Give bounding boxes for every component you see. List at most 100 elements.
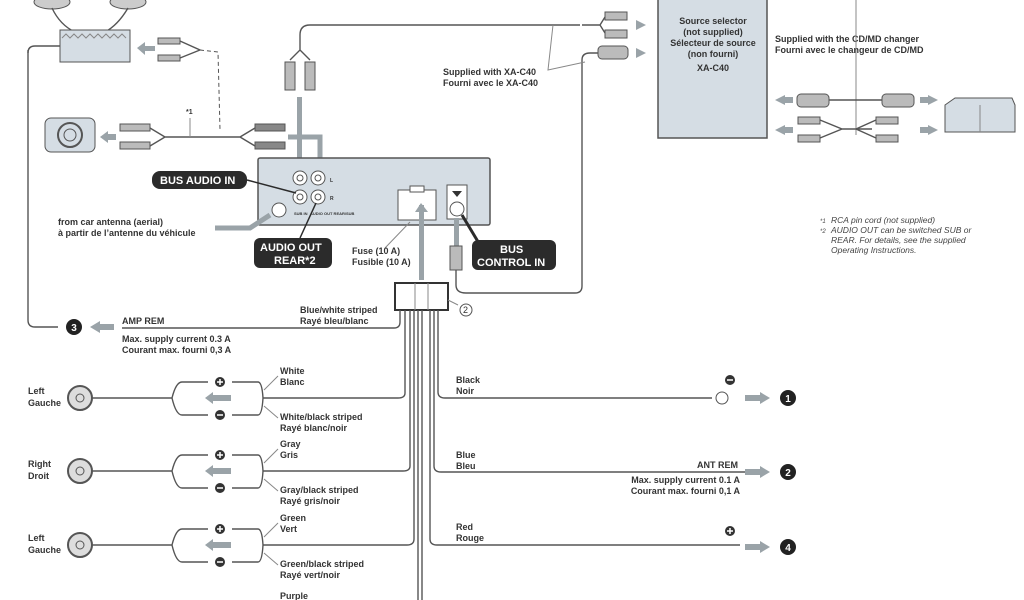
source-selector-text: Source selector (not supplied) Sélecteur… <box>670 16 756 73</box>
amp-rem-current: Max. supply current 0.3 A <box>122 334 231 344</box>
power-connector <box>397 189 437 221</box>
amp-rem-wire: Blue/white striped <box>300 305 378 315</box>
terminal-badge <box>780 539 796 555</box>
wire-color-fr: Noir <box>456 386 474 396</box>
arrow-icon <box>760 541 770 553</box>
arrow-icon <box>145 46 155 51</box>
terminal-3-number: 3 <box>71 323 77 334</box>
harness-number: 2 <box>463 305 468 315</box>
wire-color-fr: Bleu <box>456 461 476 471</box>
svg-text:BUS: BUS <box>500 244 523 256</box>
wire-color: Blue <box>456 450 476 460</box>
positive-wire-color: Green <box>280 513 306 523</box>
wire-color: Black <box>456 375 481 385</box>
wire-color-fr: Rouge <box>456 533 484 543</box>
cdmd-text-fr: Fourni avec le changeur de CD/MD <box>775 45 924 55</box>
footnotes: *1 RCA pin cord (not supplied) *2 AUDIO … <box>820 215 972 255</box>
amp-rem-label: AMP REM <box>122 316 164 326</box>
arrow-icon <box>205 539 213 551</box>
speaker-name-fr: Gauche <box>28 545 61 555</box>
svg-text:REAR. For details, see the sup: REAR. For details, see the supplied <box>831 235 966 245</box>
negative-wire-color: White/black striped <box>280 412 363 422</box>
amp-rem-current-fr: Courant max. fourni 0,3 A <box>122 345 232 355</box>
sub-in-label: SUB IN <box>294 211 308 216</box>
arrow-icon <box>205 392 213 404</box>
subwoofer <box>44 117 96 153</box>
terminal-badge <box>780 390 796 406</box>
negative-wire-color-fr: Rayé blanc/noir <box>280 423 348 433</box>
terminal-3-badge <box>66 319 82 335</box>
svg-text:(not supplied): (not supplied) <box>683 27 743 37</box>
audio-out-rear-label: AUDIO OUT REAR*2 <box>254 202 332 268</box>
speaker-name-fr: Droit <box>28 471 49 481</box>
wire-color: Red <box>456 522 473 532</box>
svg-text:BUS AUDIO IN: BUS AUDIO IN <box>160 175 235 187</box>
ant-rem-current: Max. supply current 0.1 A <box>631 475 740 485</box>
terminal-badge <box>780 464 796 480</box>
speaker-name: Left <box>28 386 45 396</box>
negative-wire-color: Gray/black striped <box>280 485 359 495</box>
svg-text:RCA pin cord (not supplied): RCA pin cord (not supplied) <box>831 215 935 225</box>
svg-text:*1: *1 <box>820 219 826 225</box>
ant-rem-label: ANT REM <box>697 460 738 470</box>
negative-wire-color-fr: Rayé gris/noir <box>280 496 341 506</box>
speaker-icon <box>67 532 93 558</box>
terminal-number: 2 <box>785 468 791 479</box>
speaker-name: Left <box>28 533 45 543</box>
terminal-number: 1 <box>785 394 791 405</box>
svg-text:AUDIO OUT: AUDIO OUT <box>260 242 322 254</box>
xac40-text: Supplied with XA-C40 <box>443 67 536 77</box>
svg-text:Source selector: Source selector <box>679 16 747 26</box>
fuse-text-fr: Fusible (10 A) <box>352 257 411 267</box>
svg-text:CONTROL IN: CONTROL IN <box>477 257 545 269</box>
arrow-icon <box>760 466 770 478</box>
speaker-name-fr: Gauche <box>28 398 61 408</box>
amplifier <box>33 0 147 63</box>
xac40-text-fr: Fourni avec le XA-C40 <box>443 78 538 88</box>
positive-wire-color-fr: Gris <box>280 450 298 460</box>
positive-wire-color-fr: Blanc <box>280 377 305 387</box>
bus-control-in-label: BUS CONTROL IN <box>460 214 556 270</box>
footnote-marker: *1 <box>186 109 193 116</box>
antenna-text: from car antenna (aerial) <box>58 217 163 227</box>
speaker-icon <box>67 458 93 484</box>
svg-text:REAR*2: REAR*2 <box>274 255 316 267</box>
bus-audio-in-label: BUS AUDIO IN <box>152 171 297 194</box>
positive-wire-color-fr: Vert <box>280 524 297 534</box>
source-selector <box>657 0 768 139</box>
arrow-icon <box>760 392 770 404</box>
arrow-icon <box>205 465 213 477</box>
audio-out-small-label: AUDIO OUT REAR/SUB <box>310 211 355 216</box>
cd-changer <box>944 97 1016 133</box>
fuse-text: Fuse (10 A) <box>352 246 400 256</box>
purple-wire-label: Purple <box>280 591 308 600</box>
arrow-icon <box>137 42 145 55</box>
negative-wire-color-fr: Rayé vert/noir <box>280 570 341 580</box>
svg-text:AUDIO OUT can be switched SUB: AUDIO OUT can be switched SUB or <box>830 225 972 235</box>
antenna-jack <box>271 202 287 218</box>
svg-text:(non fourni): (non fourni) <box>688 49 738 59</box>
svg-text:XA-C40: XA-C40 <box>697 63 729 73</box>
svg-text:Sélecteur de source: Sélecteur de source <box>670 38 756 48</box>
svg-text:Operating Instructions.: Operating Instructions. <box>831 245 917 255</box>
rca-plug <box>157 37 181 62</box>
antenna-text-fr: à partir de l’antenne du véhicule <box>58 228 196 238</box>
wiring-harness <box>394 282 449 311</box>
terminal-number: 4 <box>785 543 791 554</box>
amp-rem-wire-fr: Rayé bleu/blanc <box>300 316 369 326</box>
rca-jacks <box>292 170 326 205</box>
jack-label-l: L <box>330 178 333 184</box>
positive-wire-color: Gray <box>280 439 301 449</box>
arrow-icon <box>100 131 108 143</box>
cdmd-text: Supplied with the CD/MD changer <box>775 34 920 44</box>
speaker-icon <box>67 385 93 411</box>
ant-rem-current-fr: Courant max. fourni 0,1 A <box>631 486 741 496</box>
negative-wire-color: Green/black striped <box>280 559 364 569</box>
speaker-name: Right <box>28 459 51 469</box>
